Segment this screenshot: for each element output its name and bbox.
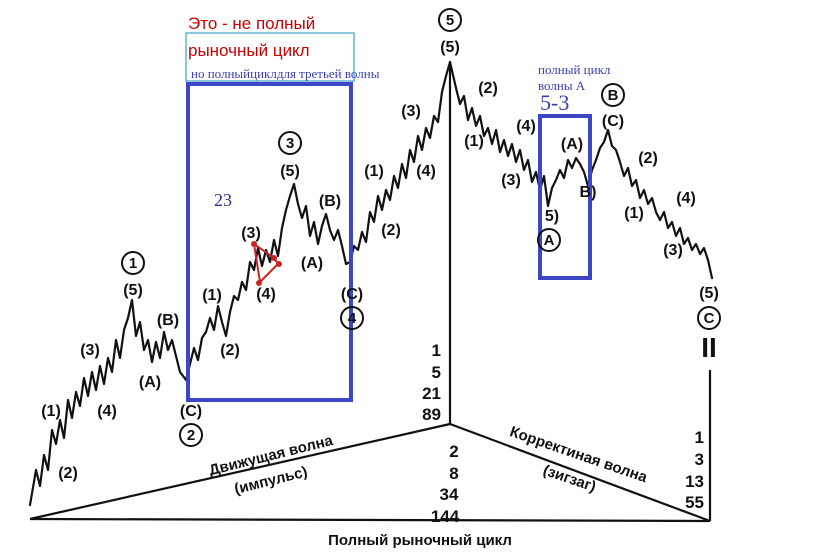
circle-4-marker	[340, 306, 364, 330]
cr-b: B)	[580, 184, 597, 201]
cr-5: 5)	[545, 208, 559, 225]
circle-1-marker	[121, 251, 145, 275]
fib-r-0: 1	[695, 428, 704, 447]
circle-5-marker	[438, 8, 462, 32]
corrective-wave-path	[448, 60, 714, 280]
w3-3: (3)	[241, 225, 261, 242]
w5-4: (4)	[416, 163, 436, 180]
fib-center-bottom: 2 8 34 144	[431, 442, 460, 526]
w4-circ: 4	[348, 310, 357, 327]
cr-3: (3)	[501, 172, 521, 189]
w5-circ: 5	[446, 12, 454, 29]
fib-r-1: 3	[695, 450, 704, 469]
w3-5: (5)	[280, 163, 300, 180]
cb-c: (C)	[602, 113, 624, 130]
cc-2: (2)	[638, 150, 658, 167]
cr-1: (1)	[464, 133, 484, 150]
cc-5: (5)	[699, 285, 719, 302]
cc-3: (3)	[663, 242, 683, 259]
cc-circ: C	[704, 310, 715, 327]
cr-4: (4)	[516, 118, 536, 135]
w3-4: (4)	[256, 286, 276, 303]
wave-a-frame	[538, 114, 592, 280]
cc-1: (1)	[624, 205, 644, 222]
fib-ct-2: 21	[422, 384, 441, 403]
blue-full-a2: волны А	[538, 78, 586, 93]
w3-b: (B)	[319, 193, 341, 210]
w3-c: (C)	[341, 286, 363, 303]
w3-a: (A)	[301, 255, 323, 272]
fib-r-2: 13	[685, 472, 704, 491]
w5-5: (5)	[440, 39, 460, 56]
w-1: (1)	[41, 403, 61, 420]
fib-ct-0: 1	[432, 341, 441, 360]
base-right-line	[449, 422, 711, 523]
w-c1: (C)	[180, 403, 202, 420]
w5-1: (1)	[364, 163, 384, 180]
third-wave-frame-thin	[185, 32, 355, 82]
fib-cb-2: 34	[440, 485, 459, 504]
fib-ct-3: 89	[422, 405, 441, 424]
w3-circ: 3	[286, 135, 294, 152]
full-cycle-title: Полный рыночный цикл	[328, 532, 512, 549]
w3-1: (1)	[202, 287, 222, 304]
w1-5: (5)	[123, 282, 143, 299]
fib-cb-3: 144	[431, 507, 460, 526]
a-circ: A	[544, 232, 555, 249]
circle-3-marker	[278, 131, 302, 155]
w5-2: (2)	[381, 222, 401, 239]
red-note-line1: Это - не полный	[188, 14, 315, 33]
w-b1: (B)	[157, 312, 179, 329]
blue-23: 23	[214, 190, 232, 210]
circle-markers	[121, 8, 721, 447]
blue-full-a1: полный цикл	[538, 62, 611, 77]
w1-circ: 1	[129, 255, 137, 272]
circle-2-marker	[179, 423, 203, 447]
base-left-line	[29, 422, 451, 521]
fib-cb-1: 8	[449, 464, 458, 483]
base-frame	[29, 62, 712, 523]
fib-r-3: 55	[685, 493, 704, 512]
w3-2: (2)	[220, 342, 240, 359]
w-2: (2)	[58, 465, 78, 482]
w-4: (4)	[97, 403, 117, 420]
w-a1: (A)	[139, 374, 161, 391]
circle-a-marker	[537, 228, 561, 252]
fib-cb-0: 2	[449, 442, 458, 461]
blue-note-third: но полныйциклдля третьей волны	[191, 66, 380, 81]
third-wave-frame	[186, 82, 353, 402]
red-triangle-annotation	[251, 241, 282, 286]
w5-3: (3)	[401, 103, 421, 120]
cr-a: (A)	[561, 136, 583, 153]
cr-2: (2)	[478, 80, 498, 97]
w2-circ: 2	[187, 427, 195, 444]
w-3: (3)	[80, 342, 100, 359]
circle-c-marker	[697, 306, 721, 330]
cb-circ: B	[608, 87, 619, 104]
blue-53: 5-3	[540, 90, 569, 115]
circle-b-marker	[601, 83, 625, 107]
fib-right: 1 3 13 55	[685, 428, 704, 512]
cc-4: (4)	[676, 190, 696, 207]
fib-ct-1: 5	[432, 363, 441, 382]
impulse-wave-path	[28, 60, 452, 507]
separator-mark: II	[701, 332, 717, 363]
fib-center-top: 1 5 21 89	[422, 341, 441, 424]
red-note-line2: рыночный цикл	[188, 41, 310, 60]
base-bottom-line	[29, 517, 711, 523]
